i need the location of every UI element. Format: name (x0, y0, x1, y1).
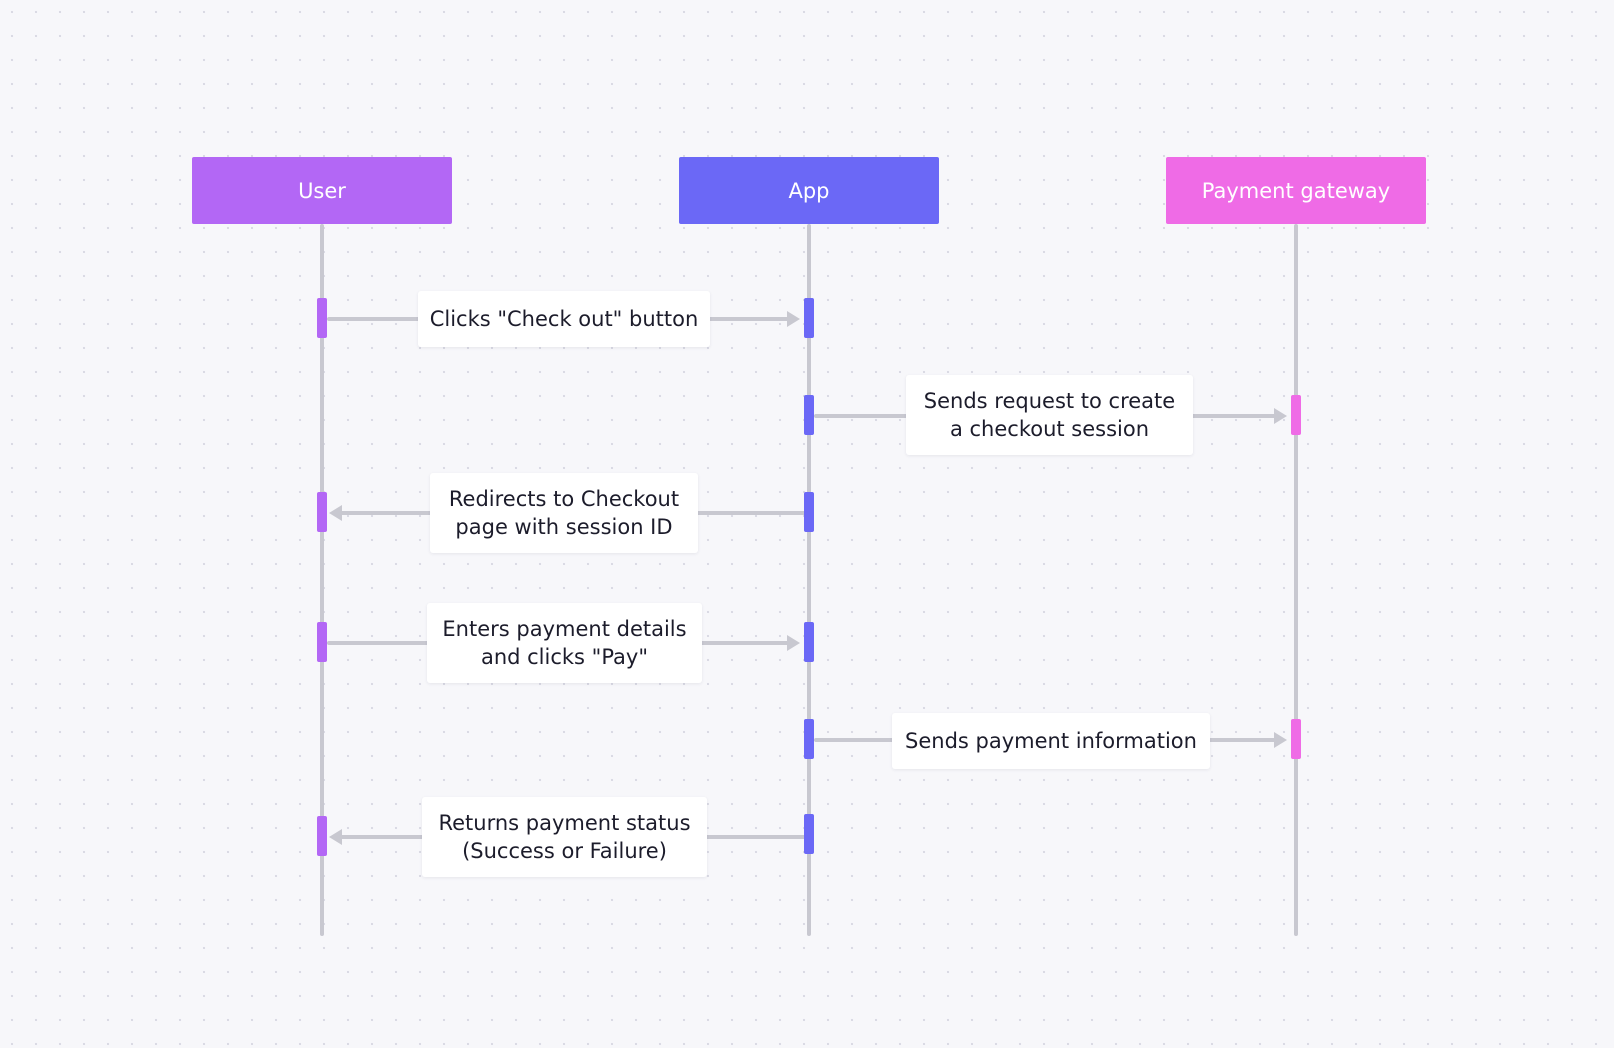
arrow-head (1274, 408, 1287, 424)
activation-user (317, 816, 327, 856)
message-label: Enters payment details and clicks "Pay" (427, 603, 702, 683)
arrow-head (329, 505, 342, 521)
actor-app: App (679, 157, 939, 224)
activation-user (317, 298, 327, 338)
message-label: Clicks "Check out" button (418, 291, 710, 347)
actor-user: User (192, 157, 452, 224)
actor-payment-gateway: Payment gateway (1166, 157, 1426, 224)
activation-payment-gateway (1291, 719, 1301, 759)
arrow-head (329, 829, 342, 845)
activation-app (804, 719, 814, 759)
lifeline-app (807, 224, 811, 936)
arrow-head (1274, 732, 1287, 748)
arrow-head (787, 635, 800, 651)
activation-app (804, 622, 814, 662)
lifeline-payment-gateway (1294, 224, 1298, 936)
message-label: Sends request to create a checkout sessi… (906, 375, 1193, 455)
activation-user (317, 622, 327, 662)
activation-app (804, 814, 814, 854)
arrow-head (787, 311, 800, 327)
message-label: Sends payment information (892, 713, 1210, 769)
activation-app (804, 395, 814, 435)
activation-app (804, 298, 814, 338)
activation-payment-gateway (1291, 395, 1301, 435)
lifeline-user (320, 224, 324, 936)
activation-app (804, 492, 814, 532)
message-label: Returns payment status (Success or Failu… (422, 797, 707, 877)
activation-user (317, 492, 327, 532)
message-label: Redirects to Checkout page with session … (430, 473, 698, 553)
